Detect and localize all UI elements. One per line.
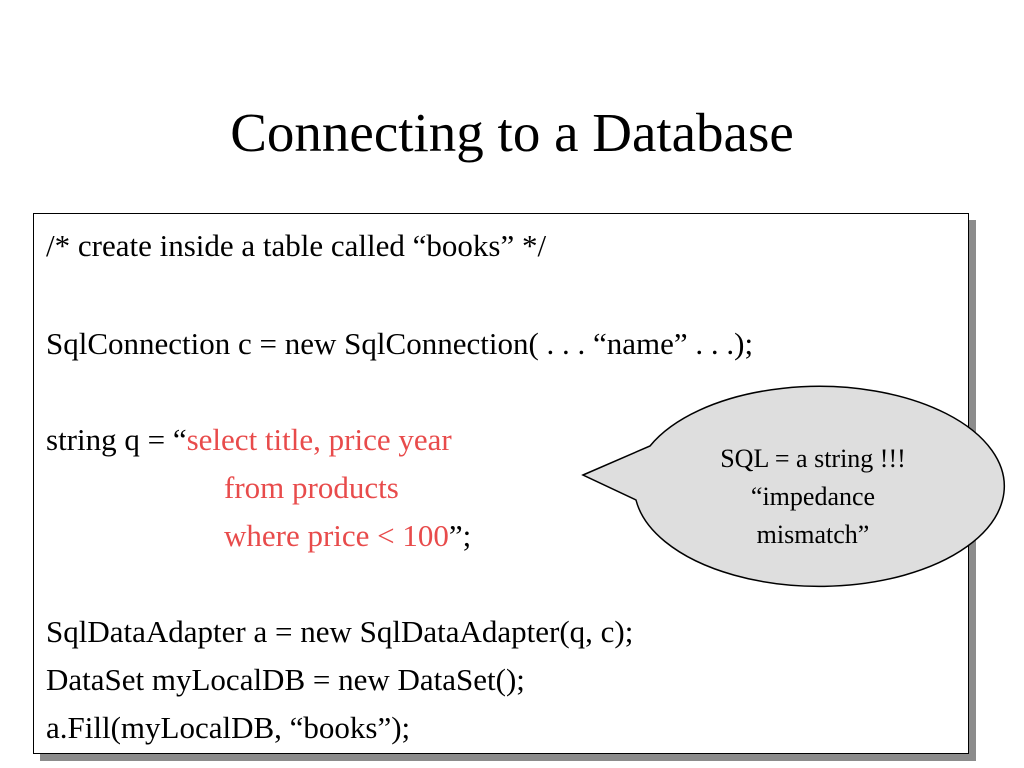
code-connection-line: SqlConnection c = new SqlConnection( . .… — [46, 326, 754, 361]
code-dataset-line: DataSet myLocalDB = new DataSet(); — [46, 662, 525, 697]
code-adapter-line: SqlDataAdapter a = new SqlDataAdapter(q,… — [46, 614, 634, 649]
code-query-suffix: ”; — [448, 518, 472, 553]
callout-line-3: mismatch” — [756, 520, 870, 549]
code-fill-line: a.Fill(myLocalDB, “books”); — [46, 710, 411, 745]
callout-line-2: “impedance — [750, 482, 876, 511]
callout-line-1: SQL = a string !!! — [720, 444, 906, 473]
code-query-prefix: string q = “ — [46, 422, 187, 457]
callout-text: SQL = a string !!! “impedance mismatch” — [660, 440, 966, 554]
sql-from-text: from products — [224, 470, 399, 505]
sql-select-text: select title, price year — [186, 422, 452, 457]
code-query-line-1: string q = “select title, price year — [46, 420, 452, 460]
code-query-line-3: where price < 100”; — [224, 516, 471, 556]
sql-where-text: where price < 100 — [224, 518, 449, 553]
slide-title: Connecting to a Database — [230, 102, 794, 163]
code-comment-line: /* create inside a table called “books” … — [46, 228, 547, 263]
